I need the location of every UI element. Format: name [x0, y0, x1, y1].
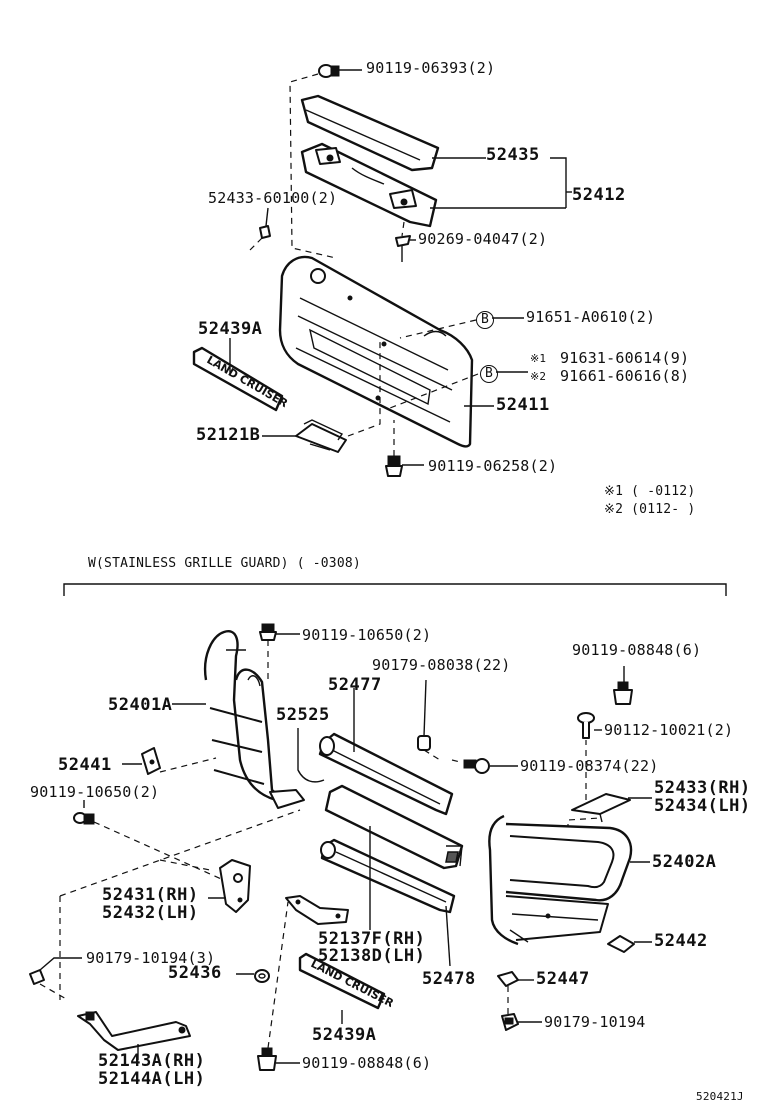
label-52447: 52447 [536, 969, 590, 989]
label-52436: 52436 [168, 963, 222, 983]
screw-90269-04047 [395, 235, 411, 262]
label-52401a: 52401A [108, 695, 173, 715]
bolt-90119-10650-left [73, 812, 95, 825]
label-52439a-top: 52439A [198, 319, 263, 339]
bracket-52137f [285, 895, 349, 925]
bolt-90179-10194-3 [29, 969, 45, 985]
label-52433-60100: 52433-60100(2) [208, 189, 338, 207]
label-52525: 52525 [276, 705, 330, 725]
label-90179-08038: 90179-08038(22) [372, 656, 511, 674]
label-52442: 52442 [654, 931, 708, 951]
label-90119-06258: 90119-06258(2) [428, 457, 558, 475]
label-90119-10650-top: 90119-10650(2) [302, 626, 432, 644]
label-52477: 52477 [328, 675, 382, 695]
bracket-52441 [141, 747, 161, 775]
label-91651-a0610: 91651-A0610(2) [526, 308, 656, 326]
bar-52478 [320, 838, 456, 914]
grille-bar-lower [300, 142, 438, 228]
brace-52143a [77, 1011, 191, 1051]
label-52412: 52412 [572, 185, 626, 205]
grille-body-52411 [278, 255, 474, 448]
bracket-52121b [295, 419, 347, 453]
label-52439a-bottom: 52439A [312, 1025, 377, 1045]
bolt-90119-06393 [318, 64, 340, 78]
note-2: ※2 (0112- ) [604, 502, 696, 517]
bolt-90119-06258 [385, 455, 403, 477]
figure-id: 520421J [696, 1090, 744, 1103]
emblem-land-cruiser-top: LAND CRUISER [192, 346, 291, 412]
label-52431-rh: 52431(RH) [102, 885, 199, 905]
label-52435: 52435 [486, 145, 540, 165]
bolt-90119-08848-bottom [257, 1047, 277, 1071]
label-52138d-lh: 52138D(LH) [318, 946, 426, 966]
grille-panel-center [324, 784, 464, 870]
label-52143a-rh: 52143A(RH) [98, 1051, 206, 1071]
label-52441: 52441 [58, 755, 112, 775]
bolt-90119-08848-top [613, 681, 633, 705]
note-1: ※1 ( -0112) [604, 484, 696, 499]
label-90119-06393: 90119-06393(2) [366, 59, 496, 77]
bolt-90119-08374 [463, 758, 490, 774]
mark-1: ※1 [530, 352, 547, 365]
label-90269-04047: 90269-04047(2) [418, 230, 548, 248]
bolt-90119-10650-top [259, 623, 277, 641]
clip-52433-60100 [259, 225, 271, 239]
guard-left-52401a [203, 630, 305, 809]
label-90119-08374: 90119-08374(22) [520, 757, 659, 775]
callout-b-2: B [480, 365, 498, 383]
label-91661-60616: 91661-60616(8) [560, 367, 690, 385]
washer-52436 [254, 969, 270, 983]
nut-90179-08038 [417, 735, 431, 751]
label-52137f-rh: 52137F(RH) [318, 929, 426, 949]
label-52434-lh: 52434(LH) [654, 796, 751, 816]
label-52433-rh: 52433(RH) [654, 778, 751, 798]
grille-bar-52435 [300, 94, 440, 172]
bar-52477 [318, 732, 454, 816]
bracket-52431 [219, 859, 251, 913]
label-52432-lh: 52432(LH) [102, 903, 199, 923]
mark-2: ※2 [530, 370, 547, 383]
label-90119-10650-left: 90119-10650(2) [30, 783, 160, 801]
label-52478: 52478 [422, 969, 476, 989]
section-title: W(STAINLESS GRILLE GUARD) ( -0308) [88, 556, 361, 571]
label-90179-10194: 90179-10194 [544, 1013, 646, 1031]
label-90119-08848-top: 90119-08848(6) [572, 641, 702, 659]
label-52144a-lh: 52144A(LH) [98, 1069, 206, 1089]
label-90112-10021: 90112-10021(2) [604, 721, 734, 739]
label-52121b: 52121B [196, 425, 261, 445]
label-90119-08848-bottom: 90119-08848(6) [302, 1054, 432, 1072]
bracket-52442 [607, 935, 635, 953]
label-91631-60614: 91631-60614(9) [560, 349, 690, 367]
nut-90179-10194 [501, 1013, 519, 1031]
bracket-52433-rh [571, 793, 631, 823]
label-90179-10194-3: 90179-10194(3) [86, 949, 216, 967]
bolt-90112-10021 [577, 712, 595, 739]
label-52402a: 52402A [652, 852, 717, 872]
callout-b-1: B [476, 311, 494, 329]
svg-text:LAND CRUISER: LAND CRUISER [205, 353, 291, 410]
washer-52447 [497, 971, 519, 987]
guard-right-52402a [488, 814, 633, 946]
label-52411: 52411 [496, 395, 550, 415]
